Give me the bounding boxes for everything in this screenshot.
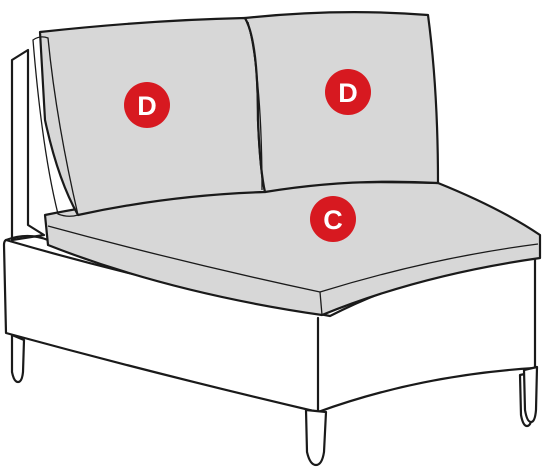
label-badge-c-seat: C	[310, 196, 356, 242]
label-badge-d-left: D	[124, 82, 170, 128]
label-badge-c-seat-text: C	[323, 205, 343, 235]
seat-cushion-front-corner	[319, 291, 323, 316]
back-cushion-left-side	[32, 36, 79, 217]
base-frame-top-edge	[4, 234, 50, 242]
label-badge-d-left-text: D	[137, 91, 157, 121]
front-left-leg	[304, 408, 328, 467]
label-badge-d-right-text: D	[338, 78, 358, 108]
back-cushion-divider	[247, 21, 263, 191]
seat-cushion-welt	[47, 225, 539, 293]
back-frame	[10, 48, 46, 242]
front-right-leg-extra	[522, 365, 539, 424]
back-left-leg	[10, 333, 26, 384]
label-badge-d-right: D	[325, 69, 371, 115]
